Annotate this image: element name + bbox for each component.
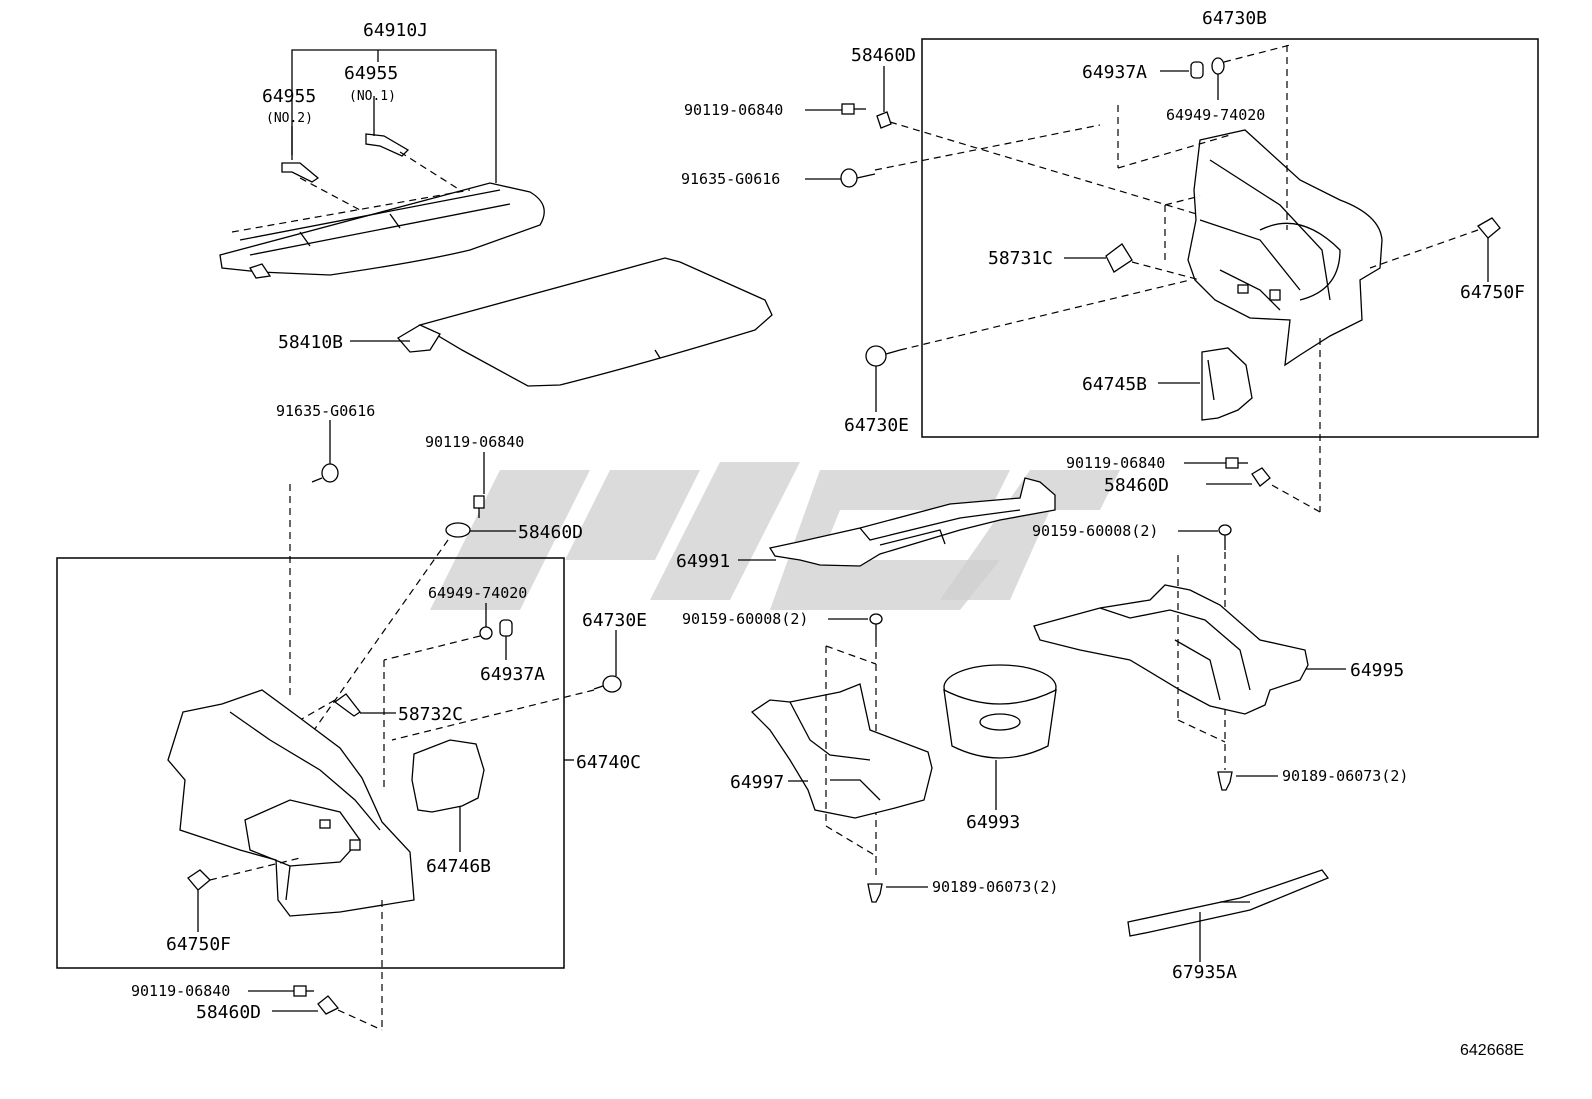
screw-90119-right — [1225, 457, 1248, 469]
label-64730E-left: 64730E — [582, 610, 647, 631]
group-box-64730B — [921, 38, 1539, 438]
label-64997: 64997 — [730, 772, 784, 793]
label-90119-mid: 90119-06840 — [425, 433, 524, 451]
label-64750F-left: 64750F — [166, 934, 231, 955]
tray-64995 — [1033, 584, 1309, 715]
clip-64730E-right — [865, 345, 901, 367]
bracket-64955-no2 — [281, 162, 320, 183]
screw-90119-bottom — [293, 985, 314, 997]
label-90189-mid: 90189-06073(2) — [932, 878, 1058, 896]
label-64730B: 64730B — [1202, 8, 1267, 29]
nut-58460D-right — [1251, 467, 1271, 487]
label-64949-left: 64949-74020 — [428, 584, 527, 602]
screw-90159-right — [1218, 524, 1232, 550]
label-64937A-right: 64937A — [1082, 62, 1147, 83]
label-90159-mid: 90159-60008(2) — [682, 610, 808, 628]
label-64910J: 64910J — [363, 20, 428, 41]
screw-90119-mid — [473, 495, 485, 518]
clip-91635-left — [311, 463, 339, 483]
label-58460D-top: 58460D — [851, 45, 916, 66]
clip-91635-right — [840, 168, 876, 188]
clip-64949-right — [1211, 57, 1225, 75]
clip-64750F-left — [187, 869, 211, 891]
label-64991: 64991 — [676, 551, 730, 572]
clip-64949-left — [479, 626, 493, 640]
label-64750F-right: 64750F — [1460, 282, 1525, 303]
clip-64750F-right — [1477, 217, 1501, 239]
label-58460D-right: 58460D — [1104, 475, 1169, 496]
clip-90189-right — [1217, 771, 1233, 791]
cap-64937A-right — [1190, 61, 1204, 79]
label-64993: 64993 — [966, 812, 1020, 833]
group-box-64740C — [56, 557, 565, 969]
label-64746B: 64746B — [426, 856, 491, 877]
cover-64746B — [411, 739, 485, 813]
luggage-board-58410B — [397, 257, 773, 387]
trim-strip-67935A — [1127, 869, 1330, 937]
label-64937A-left: 64937A — [480, 664, 545, 685]
label-64995: 64995 — [1350, 660, 1404, 681]
clip-90189-mid — [867, 883, 883, 903]
clip-64730E-left — [593, 675, 622, 693]
label-91635-right: 91635-G0616 — [681, 170, 780, 188]
label-90119-bottom: 90119-06840 — [131, 982, 230, 1000]
label-64955-no2-note: (NO.2) — [266, 111, 313, 126]
nut-58460D-bottom — [317, 995, 340, 1015]
label-67935A: 67935A — [1172, 962, 1237, 983]
label-58732C: 58732C — [398, 704, 463, 725]
floor-board-64991 — [768, 477, 1056, 567]
label-58460D-bottom: 58460D — [196, 1002, 261, 1023]
label-58731C: 58731C — [988, 248, 1053, 269]
deck-trim-side-64730B — [1187, 129, 1383, 367]
label-64955-no2: 64955 — [262, 86, 316, 107]
label-90119-top: 90119-06840 — [684, 101, 783, 119]
screw-90159-mid — [869, 613, 883, 640]
label-64745B: 64745B — [1082, 374, 1147, 395]
bracket-58732C — [333, 693, 361, 717]
label-64955-no1: 64955 — [344, 63, 398, 84]
label-90159-right: 90159-60008(2) — [1032, 522, 1158, 540]
deck-trim-side-64740C — [167, 689, 415, 917]
label-90119-right: 90119-06840 — [1066, 454, 1165, 472]
bin-64993 — [943, 664, 1057, 759]
bracket-64955-no1 — [365, 133, 410, 157]
pad-58731C — [1105, 243, 1133, 273]
tonneau-cover-64910J — [219, 182, 545, 279]
screw-90119-top — [841, 103, 866, 115]
label-58460D-mid: 58460D — [518, 522, 583, 543]
label-64730E-right: 64730E — [844, 415, 909, 436]
label-64949-right: 64949-74020 — [1166, 106, 1265, 124]
cover-64745B — [1201, 347, 1253, 421]
nut-58460D-top — [876, 111, 892, 129]
tray-64997 — [750, 683, 933, 819]
cap-64937A-left — [499, 619, 513, 637]
label-90189-right: 90189-06073(2) — [1282, 767, 1408, 785]
label-58410B: 58410B — [278, 332, 343, 353]
nut-58460D-mid — [445, 522, 471, 538]
label-64955-no1-note: (NO.1) — [349, 89, 396, 104]
label-64740C: 64740C — [576, 752, 641, 773]
label-91635-top: 91635-G0616 — [276, 402, 375, 420]
figure-code: 642668E — [1460, 1042, 1524, 1059]
